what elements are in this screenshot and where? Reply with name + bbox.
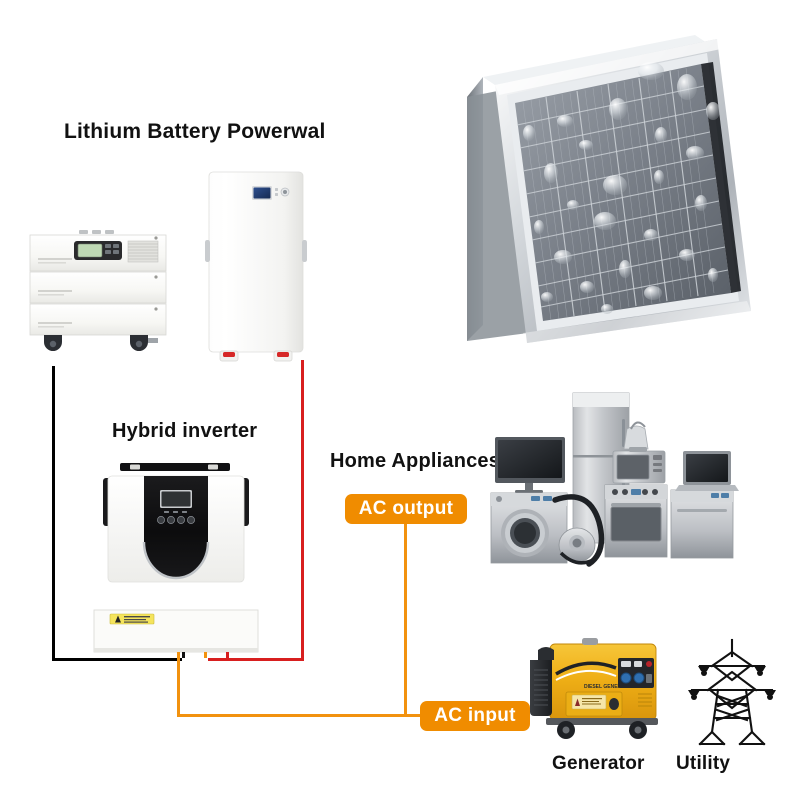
stacked-battery-image [29, 230, 167, 351]
solar-panel-image [467, 35, 751, 343]
utility-tower-image [688, 638, 776, 746]
wire-dc-positive-vertical [301, 360, 304, 660]
hybrid-inverter-image [93, 463, 259, 658]
page-title-powerwall: Lithium Battery Powerwal [64, 120, 326, 143]
page-title-utility: Utility [676, 753, 731, 774]
home-appliances-image [490, 392, 739, 567]
page-title-generator: Generator [552, 753, 645, 774]
wire-ac-trunk-vertical [177, 652, 180, 716]
wire-ac-output-riser [404, 522, 407, 716]
badge-ac-output[interactable]: AC output [345, 494, 467, 524]
page-title-inverter: Hybrid inverter [112, 420, 258, 442]
page-title-appliances: Home Appliances [330, 450, 501, 472]
generator-image: DIESEL GENERATOR [530, 638, 658, 739]
wire-ac-input-bus [177, 714, 423, 717]
svg-text:DIESEL GENERATOR: DIESEL GENERATOR [584, 684, 635, 690]
wire-dc-positive-horizontal [208, 658, 304, 661]
badge-ac-input[interactable]: AC input [420, 701, 530, 731]
wire-dc-negative-horizontal [52, 658, 182, 661]
wire-dc-negative-vertical [52, 366, 55, 660]
powerwall-image [205, 171, 307, 362]
